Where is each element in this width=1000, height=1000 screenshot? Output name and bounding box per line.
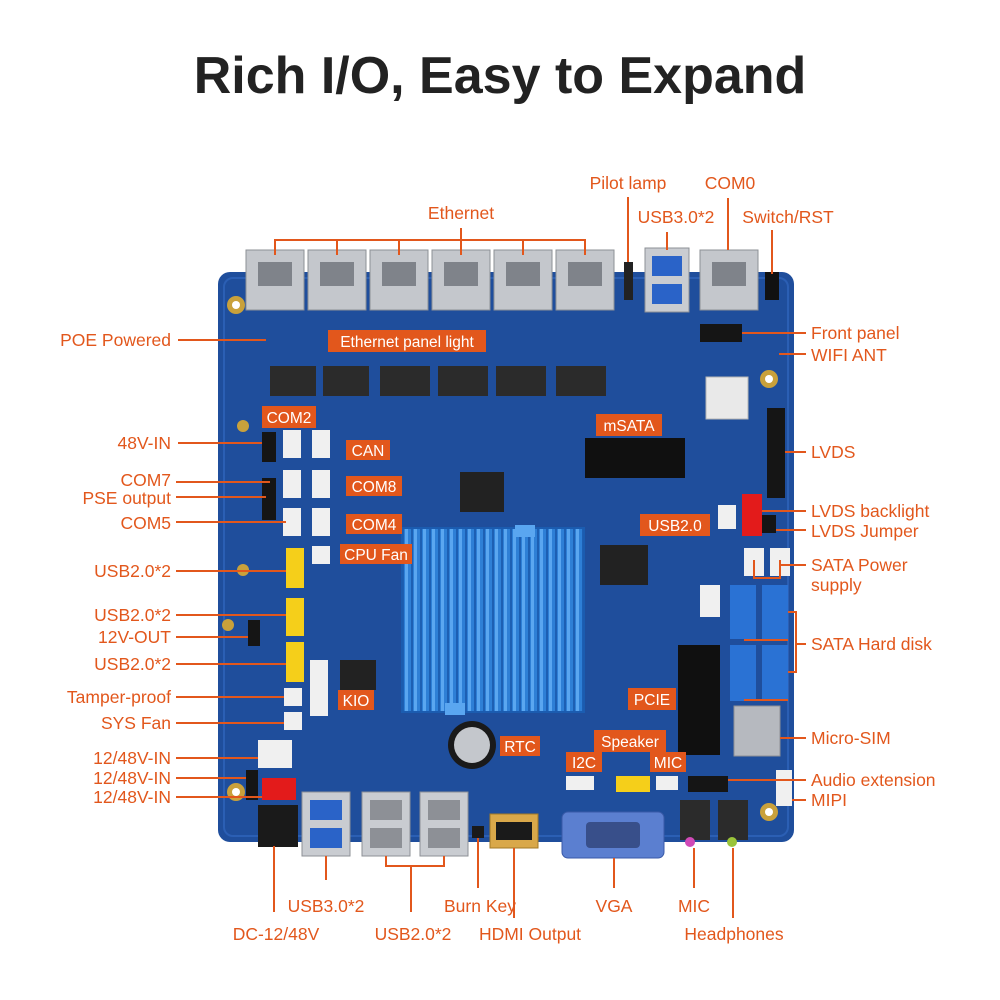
label-com0: COM0 <box>705 173 756 193</box>
label-pse-output: PSE output <box>82 488 171 508</box>
board-tags: Ethernet panel light COM2 CAN COM8 COM4 … <box>262 330 710 772</box>
pilot-lamp-led <box>624 262 633 300</box>
label-usb20-left-1: USB2.0*2 <box>94 561 171 581</box>
label-12v-out: 12V-OUT <box>98 627 171 647</box>
label-com7: COM7 <box>120 470 171 490</box>
label-sata-hard-disk: SATA Hard disk <box>811 634 932 654</box>
label-sata-power-supply: supply <box>811 575 862 595</box>
tag-com4: COM4 <box>352 517 397 534</box>
right-headers <box>678 324 792 806</box>
label-wifi-ant: WIFI ANT <box>811 345 887 365</box>
tag-speaker: Speaker <box>601 734 659 751</box>
lvds-header <box>767 408 785 498</box>
lan-transformers <box>270 366 606 396</box>
label-pilot-lamp: Pilot lamp <box>590 173 667 193</box>
callout-labels: Ethernet Pilot lamp USB3.0*2 COM0 Switch… <box>60 173 935 944</box>
label-sata-power: SATA Power <box>811 555 908 575</box>
label-usb30-top: USB3.0*2 <box>638 207 715 227</box>
label-tamper-proof: Tamper-proof <box>67 687 171 707</box>
label-switch-rst: Switch/RST <box>742 207 834 227</box>
label-12-48v-in-3: 12/48V-IN <box>93 787 171 807</box>
label-48v-in: 48V-IN <box>118 433 172 453</box>
ethernet-ports <box>245 249 759 311</box>
left-headers <box>246 430 330 800</box>
label-lvds: LVDS <box>811 442 855 462</box>
label-micro-sim: Micro-SIM <box>811 728 891 748</box>
label-front-panel: Front panel <box>811 323 900 343</box>
label-audio-extension: Audio extension <box>811 770 936 790</box>
label-usb20-left-2: USB2.0*2 <box>94 605 171 625</box>
tag-cpu-fan: CPU Fan <box>344 547 408 564</box>
label-usb30-bottom: USB3.0*2 <box>288 896 365 916</box>
label-lvds-backlight: LVDS backlight <box>811 501 929 521</box>
leader-lines <box>176 197 806 918</box>
label-ethernet: Ethernet <box>428 203 494 223</box>
label-vga: VGA <box>596 896 633 916</box>
label-dc-in: DC-12/48V <box>233 924 320 944</box>
tag-mic: MIC <box>654 755 682 772</box>
label-usb20-left-3: USB2.0*2 <box>94 654 171 674</box>
tag-pcie: PCIE <box>634 692 670 709</box>
label-mipi: MIPI <box>811 790 847 810</box>
tag-i2c: I2C <box>572 755 596 772</box>
tag-com2: COM2 <box>267 410 312 427</box>
msata-slot <box>585 438 685 478</box>
page-title: Rich I/O, Easy to Expand <box>194 47 807 105</box>
label-usb20-bottom: USB2.0*2 <box>375 924 452 944</box>
label-12-48v-in-2: 12/48V-IN <box>93 768 171 788</box>
tag-rtc: RTC <box>504 739 536 756</box>
label-mic: MIC <box>678 896 710 916</box>
label-sys-fan: SYS Fan <box>101 713 171 733</box>
label-headphones: Headphones <box>684 924 783 944</box>
label-lvds-jumper: LVDS Jumper <box>811 521 919 541</box>
tag-kio: KIO <box>343 693 370 710</box>
tag-can: CAN <box>352 443 385 460</box>
label-poe-powered: POE Powered <box>60 330 171 350</box>
wifi-module <box>705 376 749 420</box>
label-com5: COM5 <box>120 513 171 533</box>
tag-ethernet-panel-light: Ethernet panel light <box>340 334 474 351</box>
label-hdmi-output: HDMI Output <box>479 924 581 944</box>
tag-usb20: USB2.0 <box>648 518 702 535</box>
label-12-48v-in-1: 12/48V-IN <box>93 748 171 768</box>
cpu-heatsink <box>401 527 585 713</box>
label-burn-key: Burn Key <box>444 896 516 916</box>
switch-header <box>765 272 779 300</box>
tag-msata: mSATA <box>603 418 655 435</box>
tag-com8: COM8 <box>352 479 397 496</box>
